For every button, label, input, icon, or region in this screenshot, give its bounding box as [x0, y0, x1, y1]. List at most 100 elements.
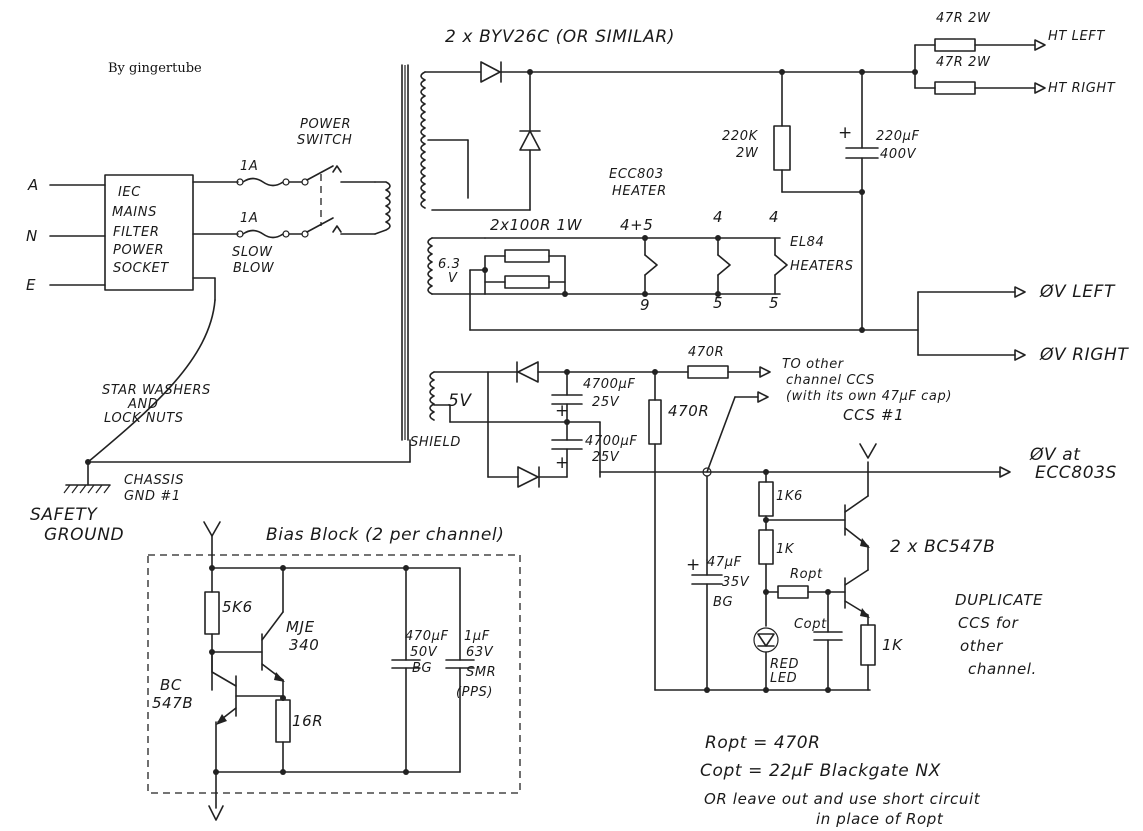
- cap-a-plus: +: [555, 401, 570, 421]
- bc-label-1: BC: [160, 676, 182, 694]
- bias-block: [147, 521, 521, 821]
- note-ropt: Ropt = 470R: [705, 733, 821, 753]
- cap47-plus: +: [686, 555, 701, 575]
- rectifier-title: 2 x BYV26C (OR SIMILAR): [445, 27, 675, 47]
- cap-4700a-label-1: 4700µF: [583, 377, 635, 392]
- note-in-place: in place of Ropt: [816, 810, 944, 828]
- cap470-label-2: 50V: [410, 645, 438, 660]
- iec-label-4: POWER: [113, 243, 164, 258]
- zero-volt-outputs: [917, 286, 1026, 361]
- to-other-label-2: channel CCS: [786, 373, 875, 388]
- heater-title-2: HEATER: [612, 184, 667, 199]
- copt-small-label: Copt: [794, 617, 827, 632]
- zero-left-label: ØV LEFT: [1039, 282, 1116, 302]
- duplicate-label-2: CCS for: [958, 614, 1019, 632]
- cap47-label-3: BG: [713, 595, 733, 610]
- slow-blow-label-2: BLOW: [233, 261, 275, 276]
- ccs1-label: CCS #1: [843, 406, 904, 424]
- fuse-wiring: [192, 165, 376, 239]
- shield-label: SHIELD: [410, 435, 461, 450]
- pin-top-3: 4: [769, 208, 779, 226]
- input-e-label: E: [26, 276, 36, 294]
- reservoir-plus: +: [838, 123, 853, 143]
- credit-text: By gingertube: [108, 61, 202, 76]
- heater-circuit: [431, 235, 919, 331]
- cap1u-label-2: 63V: [466, 645, 494, 660]
- heater-res-label: 2x100R 1W: [490, 216, 583, 234]
- v5-label: 5V: [448, 391, 472, 411]
- r470-series-label: 470R: [688, 345, 724, 360]
- iec-label-3: FILTER: [113, 225, 159, 240]
- heaters-label: HEATERS: [790, 259, 854, 274]
- cap47-label-1: 47µF: [707, 555, 742, 570]
- cap-b-plus: +: [555, 453, 570, 473]
- cap-4700b-label-2: 25V: [592, 450, 620, 465]
- iec-label-2: MAINS: [112, 205, 157, 220]
- to-other-label-1: TO other: [782, 357, 845, 372]
- cap1u-label-3: SMR: [466, 665, 496, 680]
- iec-label-5: SOCKET: [113, 261, 169, 276]
- r16-label: 16R: [292, 712, 323, 730]
- bleeder-and-reservoir: [773, 71, 879, 333]
- ht-left-label: HT LEFT: [1048, 29, 1105, 44]
- cap470-label-1: 470µF: [405, 629, 449, 644]
- pin-top-1: 4+5: [620, 216, 653, 234]
- r470-shunt-label: 470R: [668, 402, 709, 420]
- low-voltage-supply: [433, 361, 771, 691]
- safety-ground-label-1: SAFETY: [30, 505, 98, 525]
- mains-input-wires: [49, 184, 106, 286]
- heater-title-1: ECC803: [609, 167, 664, 182]
- zero-right-label: ØV RIGHT: [1039, 345, 1129, 365]
- r1k-label: 1K: [776, 542, 795, 557]
- iec-label-1: IEC: [118, 185, 141, 200]
- zero-ecc-label-1: ØV at: [1029, 445, 1081, 465]
- cap470-label-3: BG: [412, 661, 432, 676]
- ropt-small-label: Ropt: [790, 567, 823, 582]
- pin-top-2: 4: [713, 208, 723, 226]
- bleeder-label-1: 220K: [722, 129, 759, 144]
- slow-blow-label-1: SLOW: [232, 245, 273, 260]
- fuse-n-label: 1A: [240, 211, 258, 226]
- ht-output-network: [914, 38, 1046, 95]
- input-a-label: A: [27, 176, 39, 194]
- red-led-label-1: RED: [770, 657, 799, 672]
- star-washers-label-1: STAR WASHERS: [102, 383, 211, 398]
- duplicate-label-1: DUPLICATE: [955, 591, 1043, 609]
- ht-res-right-label: 47R 2W: [936, 55, 991, 70]
- bias-title: Bias Block (2 per channel): [266, 525, 504, 545]
- ht-rectifier: [424, 61, 918, 211]
- power-switch-label-2: SWITCH: [297, 133, 352, 148]
- pin-bottom-1: 9: [640, 296, 650, 314]
- to-other-label-3: (with its own 47µF cap): [786, 389, 952, 404]
- safety-ground-label-2: GROUND: [44, 525, 124, 545]
- bleeder-label-2: 2W: [736, 146, 759, 161]
- chassis-label-1: CHASSIS: [124, 473, 184, 488]
- duplicate-label-4: channel.: [968, 660, 1037, 678]
- ht-res-left-label: 47R 2W: [936, 11, 991, 26]
- duplicate-label-3: other: [960, 637, 1003, 655]
- ccs-circuit: [599, 391, 1011, 693]
- fuse-a-label: 1A: [240, 159, 258, 174]
- cap1u-label-4: (PPS): [456, 685, 493, 700]
- star-washers-label-2: AND: [127, 397, 158, 412]
- red-led-label-2: LED: [770, 671, 797, 686]
- mje-label-1: MJE: [286, 618, 315, 636]
- input-n-label: N: [26, 227, 38, 245]
- rk-low-label: 1K: [882, 636, 903, 654]
- r5k6-label: 5K6: [222, 598, 253, 616]
- v63-label-2: V: [448, 271, 458, 286]
- cap47-label-2: 35V: [722, 575, 750, 590]
- cap-4700a-label-2: 25V: [592, 395, 620, 410]
- chassis-label-2: GND #1: [124, 489, 181, 504]
- v63-label-1: 6.3: [438, 257, 460, 272]
- bc547-pair-label: 2 x BC547B: [890, 537, 995, 557]
- bc-label-2: 547B: [152, 694, 193, 712]
- ground-wiring: [63, 277, 411, 494]
- mje-label-2: 340: [289, 636, 319, 654]
- zero-ecc-label-2: ECC803S: [1035, 463, 1117, 483]
- reservoir-label-2: 400V: [880, 147, 917, 162]
- ht-right-label: HT RIGHT: [1048, 81, 1116, 96]
- star-washers-label-3: LOCK NUTS: [104, 411, 184, 426]
- r1k6-label: 1K6: [776, 489, 803, 504]
